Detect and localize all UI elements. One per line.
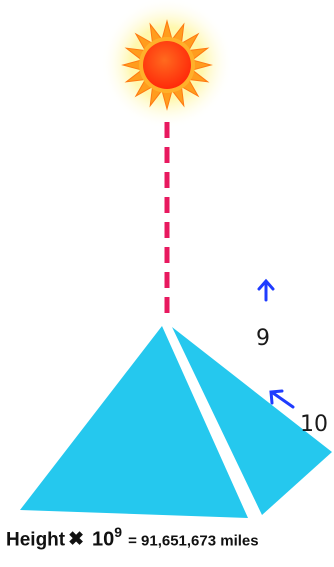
arrow-label-nine: 9 — [256, 326, 270, 351]
height-formula: Height✖ 109 = 91,651,673 miles — [6, 526, 259, 551]
up-arrow-icon — [259, 281, 273, 300]
pyramid — [20, 326, 332, 518]
diagonal-arrow-icon — [271, 391, 293, 407]
formula-result: = 91,651,673 miles — [128, 532, 259, 549]
times-icon: ✖ — [68, 529, 84, 550]
formula-exponent: 9 — [114, 524, 122, 540]
arrow-label-ten: 10 — [300, 412, 328, 437]
formula-base: 10 — [92, 528, 114, 550]
pyramid-left-face — [20, 326, 248, 518]
formula-word: Height — [6, 529, 65, 550]
sun-core — [143, 41, 191, 89]
